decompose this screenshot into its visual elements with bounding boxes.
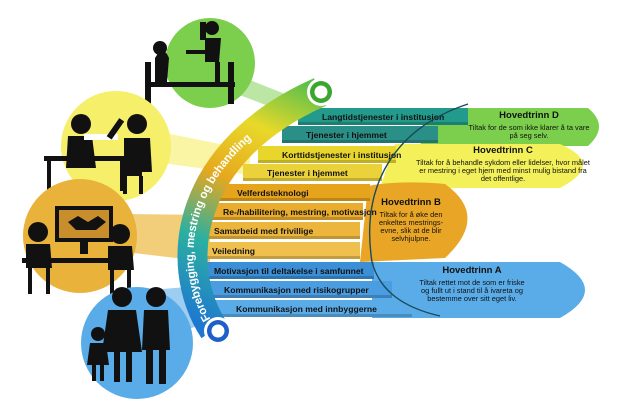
tier-a-banner xyxy=(372,262,585,318)
step-bar xyxy=(258,146,396,163)
tier-d-description: Tiltak for de som ikke klarer å ta vare … xyxy=(468,122,590,140)
hospital-bed-icon xyxy=(145,21,235,104)
step-label: Velferdsteknologi xyxy=(237,188,309,198)
scene-consultation xyxy=(22,179,137,294)
step-bar xyxy=(190,262,374,279)
step-bar xyxy=(188,242,360,259)
tier-a-description: Tiltak rettet mot de som er friske og fu… xyxy=(419,277,525,304)
step-shadow xyxy=(243,178,382,181)
home-care-icon xyxy=(44,114,152,194)
consultation-icon xyxy=(22,206,134,294)
tier-d-title: Hovedtrinn D xyxy=(499,110,559,121)
step-bar xyxy=(298,108,468,125)
step-shadow xyxy=(212,314,412,317)
step-6: Re-/habilitering, mestring, motivasjon xyxy=(199,203,377,220)
step-11: Kommunikasjon med innbyggerne xyxy=(212,300,412,317)
tier-c-text: Hovedtrinn C Tiltak for å behandle sykdo… xyxy=(416,145,590,184)
tier-d-text: Hovedtrinn D Tiltak for de som ikke klar… xyxy=(464,110,594,140)
step-10: Kommunikasjon med risikogrupper xyxy=(200,281,392,298)
step-bar xyxy=(243,164,382,181)
tier-c-title: Hovedtrinn C xyxy=(473,145,533,156)
scene-hospital-bed xyxy=(145,18,255,108)
tier-b-banner xyxy=(360,182,468,262)
step-shadow xyxy=(200,295,392,298)
arc-end-top xyxy=(307,78,335,106)
step-shadow xyxy=(190,276,374,279)
step-shadow xyxy=(199,217,363,220)
step-bar xyxy=(200,281,392,298)
step-bar xyxy=(199,203,363,220)
step-label: Korttidstjenester i institusjon xyxy=(282,150,401,160)
step-3: Korttidstjenester i institusjon xyxy=(258,146,401,163)
step-label: Re-/habilitering, mestring, motivasjon xyxy=(223,207,377,217)
tier-b-title: Hovedtrinn B xyxy=(381,197,441,208)
step-bar xyxy=(190,222,360,239)
step-7: Samarbeid med frivillige xyxy=(190,222,360,239)
step-label: Kommunikasjon med innbyggerne xyxy=(236,304,377,314)
step-label: Kommunikasjon med risikogrupper xyxy=(224,285,369,295)
step-shadow xyxy=(188,256,360,259)
step-bar xyxy=(213,184,370,201)
step-label: Motivasjon til deltakelse i samfunnet xyxy=(214,266,364,276)
step-1: Langtidstjenester i institusjon xyxy=(298,108,468,125)
tier-b-description: Tiltak for å øke den enkeltes mestrings-… xyxy=(378,209,444,244)
step-shadow xyxy=(298,122,468,125)
step-bar xyxy=(282,126,438,143)
step-bar xyxy=(212,300,412,317)
step-shadow xyxy=(258,160,396,163)
step-label: Tjenester i hjemmet xyxy=(306,130,387,140)
step-5: Velferdsteknologi xyxy=(213,184,370,201)
step-shadow xyxy=(213,198,370,201)
arc-end-bottom xyxy=(204,317,232,345)
tier-c-description: Tiltak for å behandle sykdom eller lidel… xyxy=(416,157,590,184)
step-shadow xyxy=(282,140,438,143)
step-label: Langtidstjenester i institusjon xyxy=(322,112,444,122)
staircase: Langtidstjenester i institusjonTjenester… xyxy=(188,108,468,317)
tier-a-text: Hovedtrinn A Tiltak rettet mot de som er… xyxy=(416,265,528,304)
arc-band xyxy=(177,78,327,339)
step-9: Motivasjon til deltakelse i samfunnet xyxy=(190,262,374,279)
scene-family xyxy=(81,287,193,399)
step-label: Samarbeid med frivillige xyxy=(214,226,314,236)
step-8: Veiledning xyxy=(188,242,360,259)
step-label: Tjenester i hjemmet xyxy=(267,168,348,178)
step-4: Tjenester i hjemmet xyxy=(243,164,382,181)
step-label: Veiledning xyxy=(212,246,255,256)
tier-b-text: Hovedtrinn B Tiltak for å øke den enkelt… xyxy=(376,197,446,244)
step-shadow xyxy=(190,236,360,239)
tier-c-banner xyxy=(380,144,583,188)
step-2: Tjenester i hjemmet xyxy=(282,126,438,143)
tier-a-title: Hovedtrinn A xyxy=(442,265,502,276)
tier-divider-curve xyxy=(368,103,469,317)
family-icon xyxy=(87,287,170,384)
scene-home-care xyxy=(44,91,171,201)
